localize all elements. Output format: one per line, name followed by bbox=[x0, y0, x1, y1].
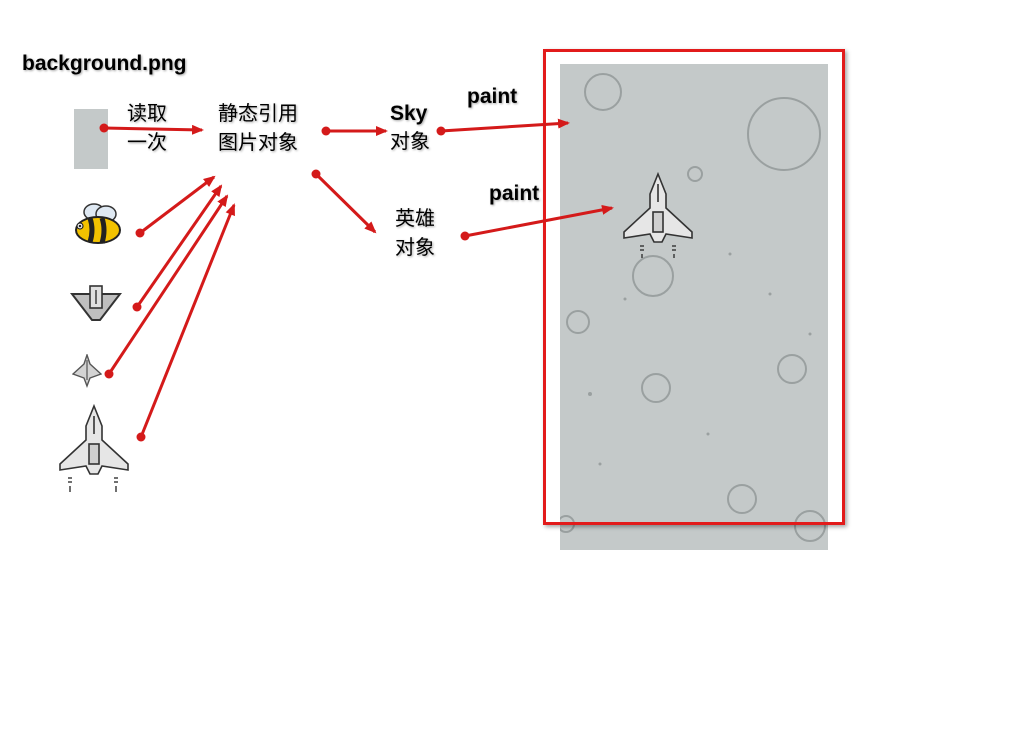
static-ref-label: 静态引用 图片对象 bbox=[218, 99, 298, 157]
background-filename: background.png bbox=[22, 52, 187, 75]
asteroid bbox=[727, 484, 757, 514]
asteroid bbox=[566, 310, 590, 334]
background-thumbnail bbox=[74, 109, 108, 169]
screen-frame bbox=[543, 49, 845, 525]
arrow-hero-paint bbox=[464, 204, 614, 238]
static-ref-line1: 静态引用 bbox=[218, 101, 298, 125]
arrow-bee bbox=[139, 175, 216, 235]
asteroid bbox=[584, 73, 622, 111]
asteroid bbox=[747, 97, 821, 171]
sky-asteroids bbox=[557, 73, 826, 542]
hero-paint-label: paint bbox=[489, 182, 540, 205]
read-once-label: 读取 一次 bbox=[127, 99, 167, 157]
asteroid bbox=[687, 166, 703, 182]
read-once-line2: 一次 bbox=[127, 130, 167, 154]
arrow-hero-plane bbox=[139, 203, 236, 438]
asteroid bbox=[777, 354, 807, 384]
hero-object-label: 英雄 对象 bbox=[395, 204, 435, 262]
airplane-icon bbox=[70, 285, 122, 321]
static-ref-line2: 图片对象 bbox=[218, 130, 298, 154]
read-once-line1: 读取 bbox=[127, 101, 167, 125]
sky-object-line2: 对象 bbox=[390, 129, 430, 153]
hero-icon bbox=[623, 172, 693, 258]
sky-paint-label: paint bbox=[467, 85, 518, 108]
hero-object-line1: 英雄 bbox=[395, 206, 435, 230]
asteroid bbox=[632, 255, 674, 297]
arrow-airplane bbox=[135, 184, 223, 308]
asteroid bbox=[794, 510, 826, 542]
hero-object-line2: 对象 bbox=[395, 235, 435, 259]
sky-object-label: Sky 对象 bbox=[390, 101, 430, 156]
hero-plane-icon bbox=[59, 404, 129, 492]
small-plane-icon bbox=[72, 354, 102, 388]
arrow-read-once bbox=[103, 124, 204, 135]
asteroid bbox=[641, 373, 671, 403]
bee-icon bbox=[75, 203, 121, 244]
arrow-small-plane bbox=[107, 194, 229, 375]
sky-object-line1: Sky bbox=[390, 102, 428, 125]
arrow-sky-paint bbox=[440, 118, 570, 133]
sky-preview bbox=[557, 64, 828, 550]
arrow-to-hero bbox=[314, 172, 377, 234]
